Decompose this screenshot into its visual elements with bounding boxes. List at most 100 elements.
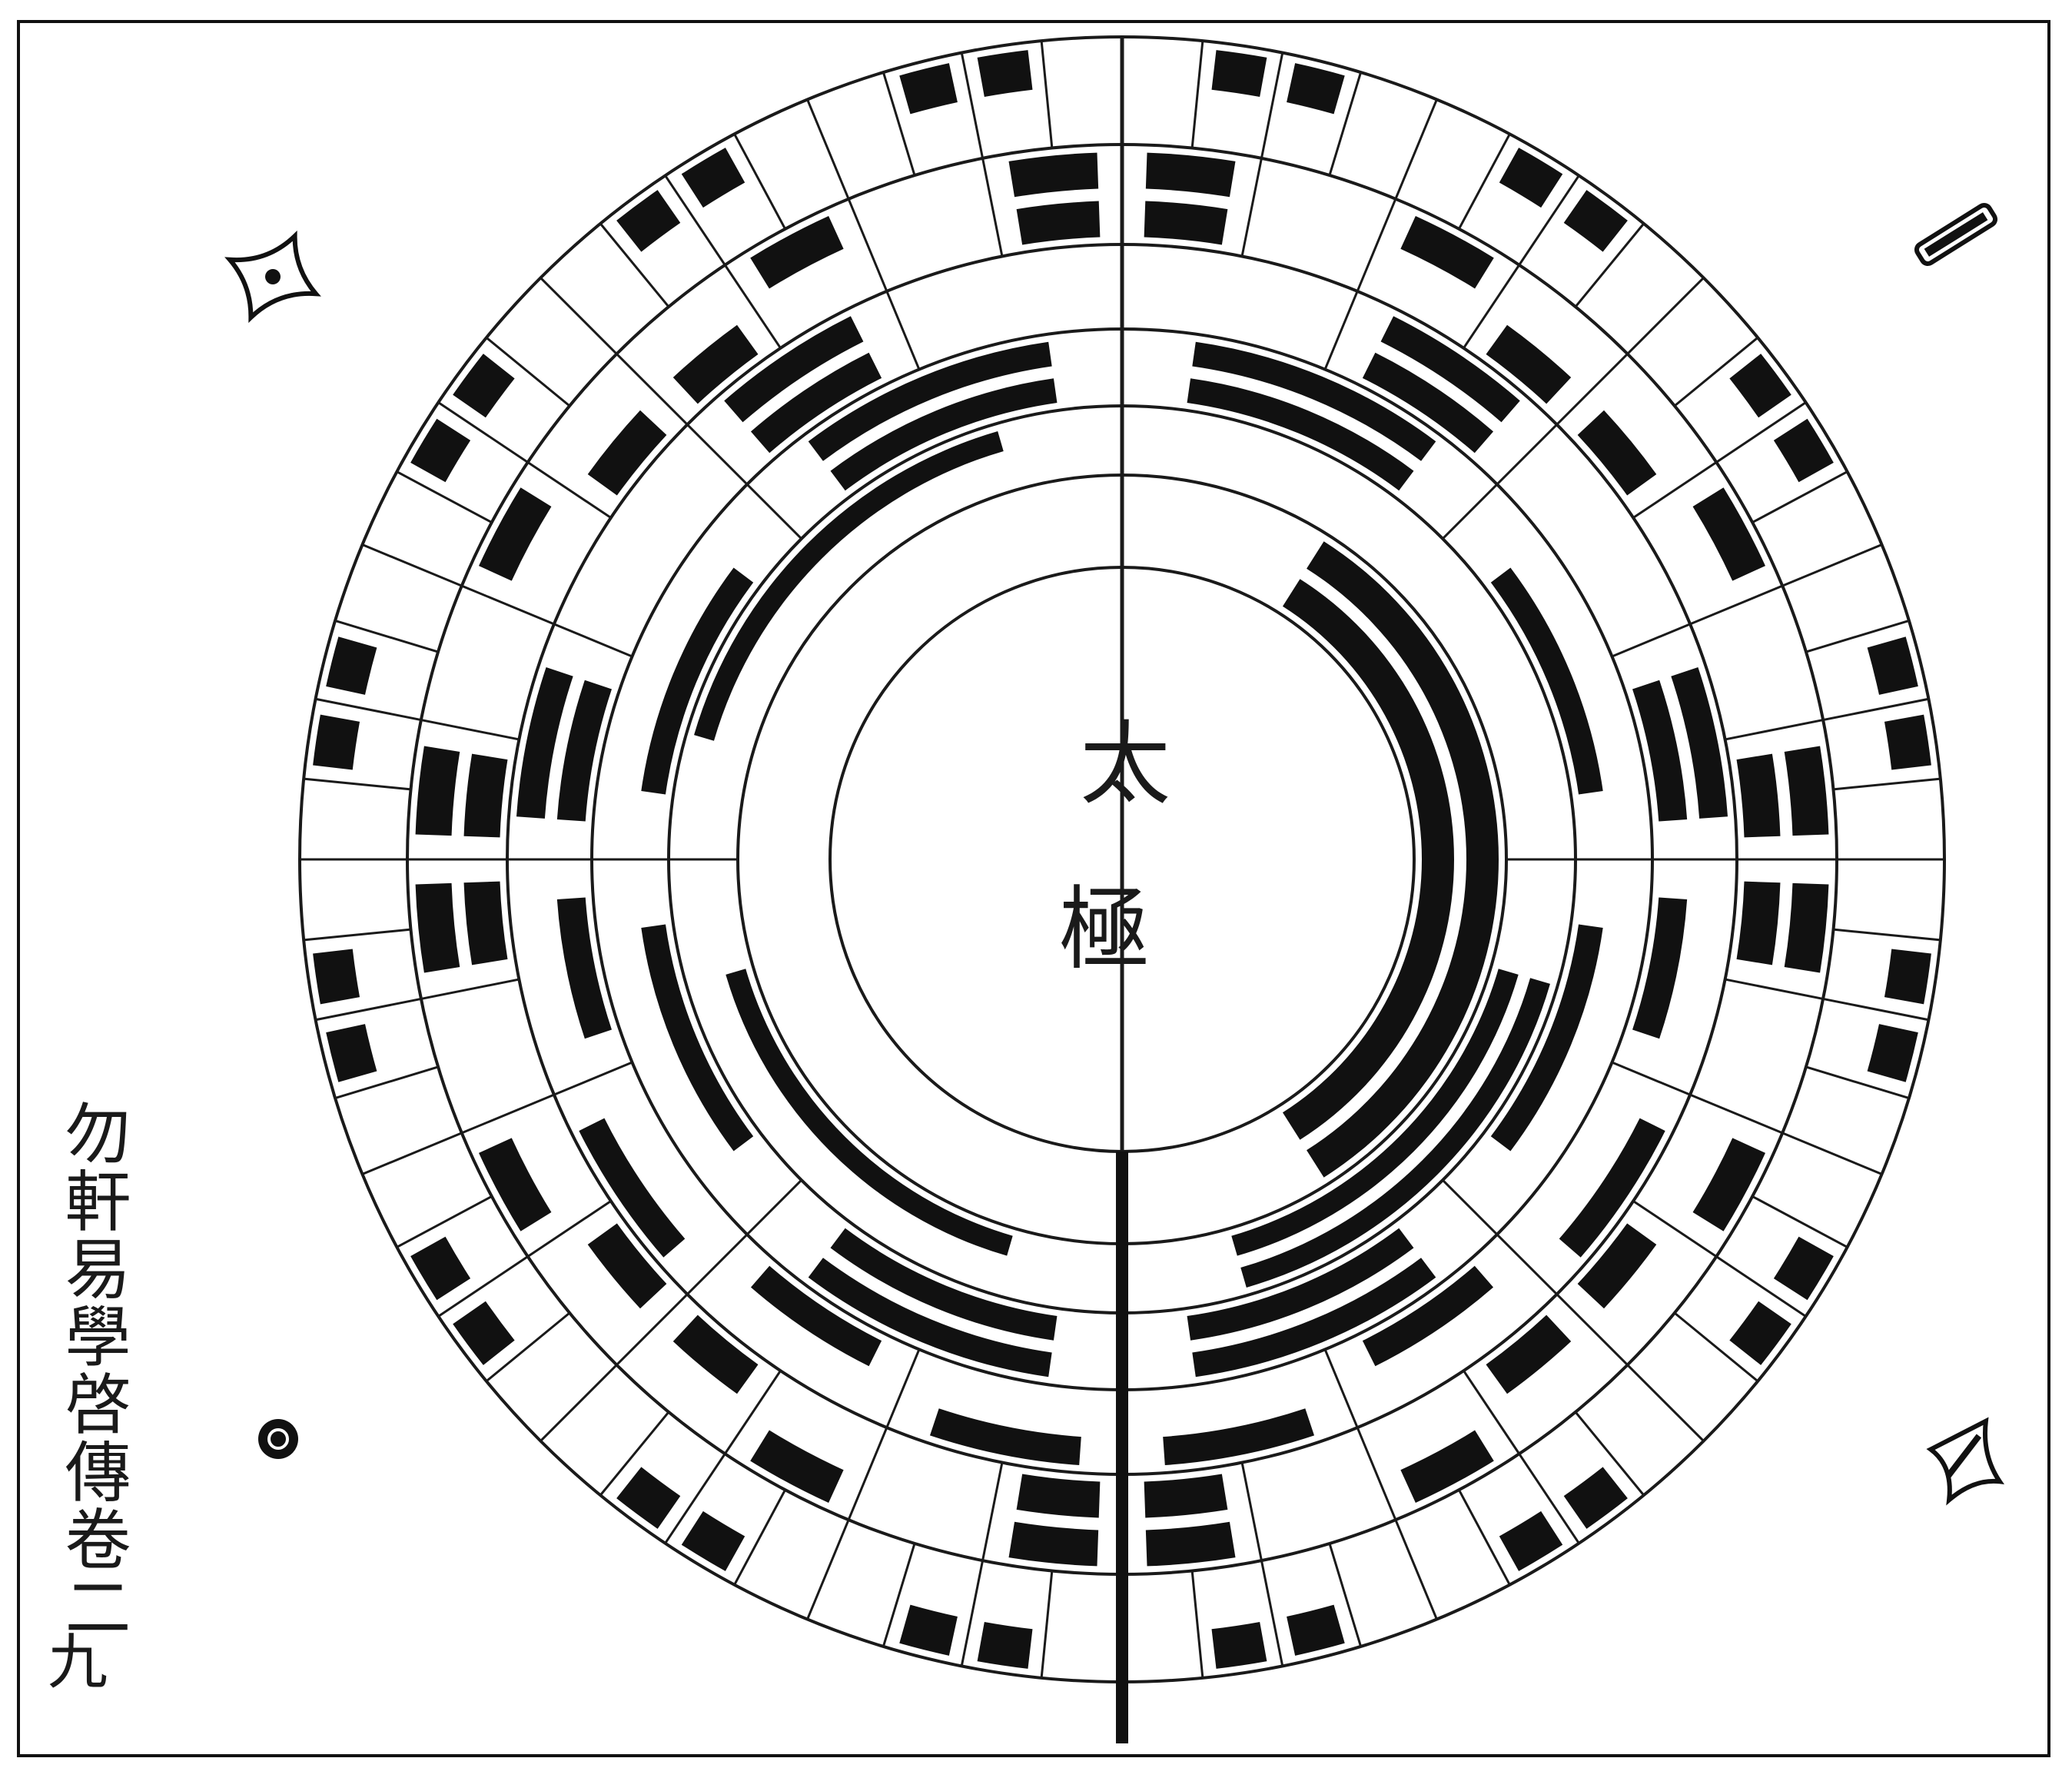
cell-divider — [808, 99, 849, 198]
yin-mark — [1144, 1474, 1228, 1518]
cell-divider — [1242, 158, 1261, 257]
yin-mark — [1559, 1118, 1665, 1258]
cell-divider — [887, 1349, 919, 1427]
cell-divider — [304, 929, 410, 940]
cell-divider — [1628, 1365, 1704, 1441]
yin-mark — [682, 1511, 745, 1571]
cell-divider — [1725, 720, 1824, 739]
yin-mark — [1868, 636, 1918, 695]
yin-mark — [750, 1431, 843, 1503]
cell-divider — [421, 979, 520, 999]
yin-mark — [1009, 153, 1099, 198]
page-number: 九 — [48, 1614, 108, 1700]
yin-mark — [1486, 1315, 1572, 1394]
yin-mark — [1146, 1522, 1236, 1567]
cell-divider — [362, 1133, 461, 1175]
yin-mark — [1564, 1467, 1628, 1528]
yin-mark — [1400, 216, 1493, 288]
cell-divider — [1628, 278, 1704, 354]
cell-divider — [1782, 1133, 1881, 1175]
yin-mark — [326, 1024, 377, 1082]
cell-divider — [1443, 484, 1497, 539]
cell-divider — [1497, 1235, 1557, 1294]
center-label-tai: 太 — [1080, 719, 1170, 809]
yin-mark — [479, 1138, 551, 1231]
cell-divider — [304, 779, 410, 789]
yin-mark — [1884, 949, 1931, 1005]
yin-mark — [1729, 354, 1791, 417]
yin-mark — [616, 1467, 680, 1528]
yin-mark — [978, 1622, 1033, 1669]
cell-divider — [687, 424, 747, 484]
yin-mark — [673, 1315, 759, 1394]
yin-mark — [1400, 1431, 1493, 1503]
cell-divider — [540, 278, 616, 354]
yin-mark — [313, 715, 360, 770]
yin-mark — [579, 1118, 685, 1258]
cell-divider — [554, 1062, 633, 1095]
yin-mark — [978, 50, 1033, 97]
yin-mark — [1499, 148, 1562, 208]
side-title: 勿軒易學啓傳卷二 — [42, 1099, 127, 1640]
yin-mark — [1729, 1301, 1791, 1365]
cell-divider — [887, 291, 919, 370]
cell-divider — [1612, 624, 1690, 656]
cell-divider — [848, 199, 887, 291]
cell-divider — [1834, 929, 1941, 940]
cell-divider — [462, 586, 554, 624]
yin-mark — [453, 1301, 514, 1365]
cell-divider — [1242, 1463, 1261, 1561]
yin-mark — [464, 754, 508, 838]
yin-mark — [1774, 419, 1834, 482]
center-label-ji: 極 — [1059, 884, 1150, 975]
axis-thick-segment — [1116, 1152, 1128, 1743]
yin-mark — [1884, 715, 1931, 770]
cell-divider — [1357, 199, 1396, 291]
yin-mark — [1737, 882, 1781, 965]
cell-divider — [1443, 1180, 1497, 1235]
ornament-top-left — [230, 236, 316, 317]
yin-mark — [1146, 153, 1236, 198]
yin-mark — [899, 63, 958, 114]
yin-mark — [1017, 1474, 1101, 1518]
yin-mark — [750, 216, 843, 288]
yin-mark — [1737, 754, 1781, 838]
yin-mark — [410, 419, 470, 482]
cell-divider — [1725, 979, 1824, 999]
yin-mark — [1287, 1605, 1345, 1656]
cell-divider — [747, 484, 802, 539]
yin-mark — [326, 636, 377, 695]
yin-mark — [682, 148, 745, 208]
yin-mark — [1009, 1522, 1099, 1567]
cell-divider — [616, 1294, 687, 1365]
cell-divider — [808, 1520, 849, 1619]
cell-divider — [1325, 291, 1357, 370]
yin-mark — [899, 1605, 958, 1656]
cell-divider — [1192, 41, 1203, 148]
yin-mark — [1212, 50, 1267, 97]
cell-divider — [1325, 1349, 1357, 1427]
yin-mark — [1785, 746, 1829, 836]
cell-divider — [1557, 1294, 1628, 1365]
yin-mark — [1693, 487, 1765, 580]
ornament-top-right — [1914, 203, 1997, 266]
yin-mark — [313, 949, 360, 1005]
cell-divider — [1357, 1427, 1396, 1520]
yin-mark — [930, 1408, 1081, 1465]
yin-mark — [1693, 1138, 1765, 1231]
yin-mark — [1499, 1511, 1562, 1571]
yin-mark — [1578, 410, 1657, 496]
yin-mark — [479, 487, 551, 580]
ornament-bottom-right — [1928, 1421, 2007, 1500]
yin-mark — [1287, 63, 1345, 114]
yin-mark — [1212, 1622, 1267, 1669]
yin-mark — [416, 746, 460, 836]
yin-mark — [1785, 883, 1829, 973]
ornament-bottom-left — [258, 1419, 298, 1459]
cell-divider — [747, 1180, 802, 1235]
cell-divider — [1690, 586, 1782, 624]
cell-divider — [462, 1095, 554, 1133]
yin-mark — [410, 1237, 470, 1300]
